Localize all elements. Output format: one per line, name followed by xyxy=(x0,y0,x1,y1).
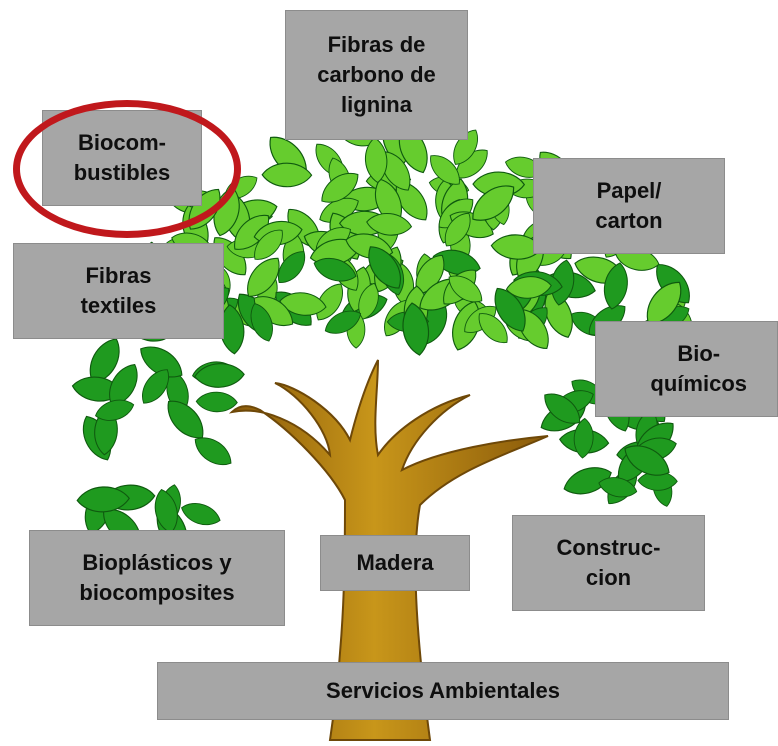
leaf-icon xyxy=(154,488,178,534)
leaf-icon xyxy=(573,417,594,459)
leaf-icon xyxy=(505,276,552,299)
wood-box: Madera xyxy=(320,535,470,591)
leaf-icon xyxy=(253,296,294,326)
bioplastics-box: Bioplásticos y biocomposites xyxy=(29,530,285,626)
leaf-icon xyxy=(448,275,483,303)
biochemicals-box: Bio- químicos xyxy=(595,321,778,417)
leaf-icon xyxy=(490,234,543,260)
leaf-icon xyxy=(167,400,204,439)
leaf-icon xyxy=(444,212,471,247)
leaf-icon xyxy=(324,310,362,334)
leaf-icon xyxy=(603,262,628,310)
leaf-icon xyxy=(472,185,515,221)
leaf-icon xyxy=(598,477,638,498)
leaf-icon xyxy=(95,399,135,421)
leaf-icon xyxy=(321,172,359,203)
leaf-icon xyxy=(188,188,221,230)
leaf-icon xyxy=(365,137,388,184)
leaf-icon xyxy=(254,229,283,260)
leaf-icon xyxy=(478,313,508,343)
leaf-icon xyxy=(624,445,670,476)
biofuels-box: Biocom- bustibles xyxy=(42,110,202,206)
lignin-carbon-fiber-box: Fibras de carbono de lignina xyxy=(285,10,468,140)
leaf-icon xyxy=(368,246,401,289)
leaf-icon xyxy=(358,282,379,320)
leaf-icon xyxy=(366,213,413,236)
leaf-icon xyxy=(261,162,313,188)
leaf-icon xyxy=(277,251,306,283)
leaf-icon xyxy=(494,287,526,332)
environmental-services-box: Servicios Ambientales xyxy=(157,662,729,720)
leaf-icon xyxy=(76,486,130,513)
tree-foliage xyxy=(71,113,693,553)
leaf-icon xyxy=(195,391,238,413)
leaf-icon xyxy=(430,155,460,185)
leaf-icon xyxy=(279,292,327,316)
leaf-icon xyxy=(109,364,138,406)
paper-box: Papel/ carton xyxy=(533,158,725,254)
leaf-icon xyxy=(247,257,280,297)
leaf-icon xyxy=(402,302,430,356)
leaf-icon xyxy=(544,393,581,424)
textile-fibers-box: Fibras textiles xyxy=(13,243,224,339)
leaf-icon xyxy=(194,437,232,466)
leaf-icon xyxy=(194,363,245,388)
leaf-icon xyxy=(250,303,273,342)
leaf-icon xyxy=(313,257,357,282)
leaf-icon xyxy=(142,369,169,404)
leaf-icon xyxy=(181,503,221,525)
construction-box: Construc- cion xyxy=(512,515,705,611)
